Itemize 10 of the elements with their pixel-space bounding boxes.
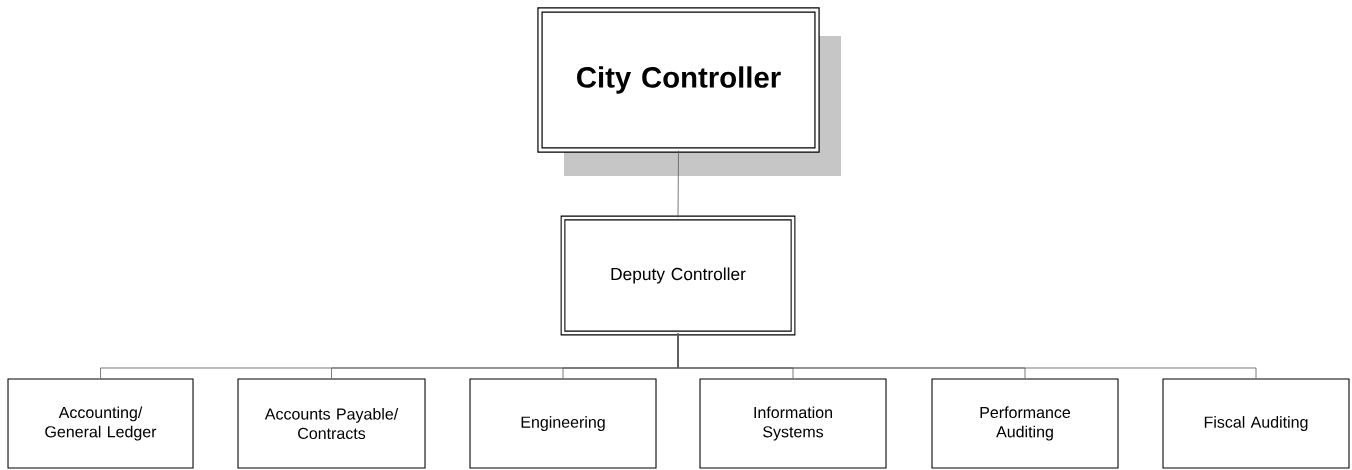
position-box: Accounting/ General Ledger xyxy=(7,378,194,469)
position-box: Performance Auditing xyxy=(931,378,1119,469)
connector xyxy=(677,333,1257,379)
position-box: Accounts Payable/ Contracts xyxy=(237,378,426,469)
position-box: Information Systems xyxy=(699,378,887,469)
position-box: Fiscal Auditing xyxy=(1162,378,1350,469)
connector xyxy=(677,150,679,218)
title-box: City Controller xyxy=(537,7,841,176)
position-box: Engineering xyxy=(469,378,657,469)
position-box: Deputy Controller xyxy=(560,215,796,336)
